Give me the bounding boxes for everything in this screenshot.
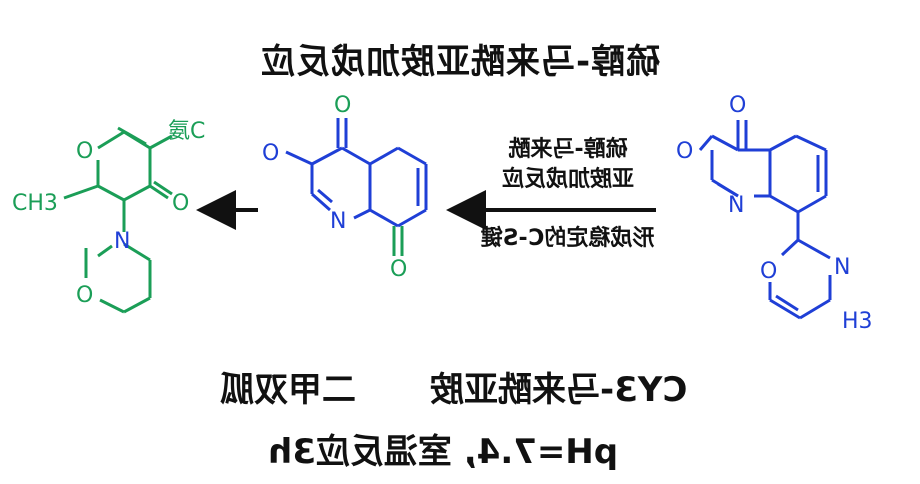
atom-n-mid-ring: N xyxy=(330,209,346,234)
atom-o-mid-hydroxyl: O xyxy=(262,141,279,166)
atom-o-mid-bottom: O xyxy=(390,257,407,282)
intermediate-molecule xyxy=(285,118,428,256)
atom-amine-left: 氨C xyxy=(168,119,205,144)
atom-o-left-bottom: O xyxy=(76,283,93,308)
atom-o-right-carbonyl: O xyxy=(729,93,746,118)
atom-o-right-oxazine: O xyxy=(760,259,777,284)
atom-o-left-carbonyl: O xyxy=(172,191,189,216)
atom-h3-right: H3 xyxy=(842,309,873,334)
atom-o-left-ring: O xyxy=(76,139,93,164)
reactant-molecule xyxy=(698,120,832,320)
atom-ch3-left: CH3 xyxy=(12,191,58,216)
atom-o-mid-carbonyl: O xyxy=(334,93,351,118)
atom-n-left: N xyxy=(114,229,130,254)
atom-o-right-hydroxyl: O xyxy=(676,139,693,164)
atom-n-right-oxazine: N xyxy=(834,255,850,280)
atom-n-right-ring: N xyxy=(728,193,744,218)
product-molecule xyxy=(63,126,173,314)
